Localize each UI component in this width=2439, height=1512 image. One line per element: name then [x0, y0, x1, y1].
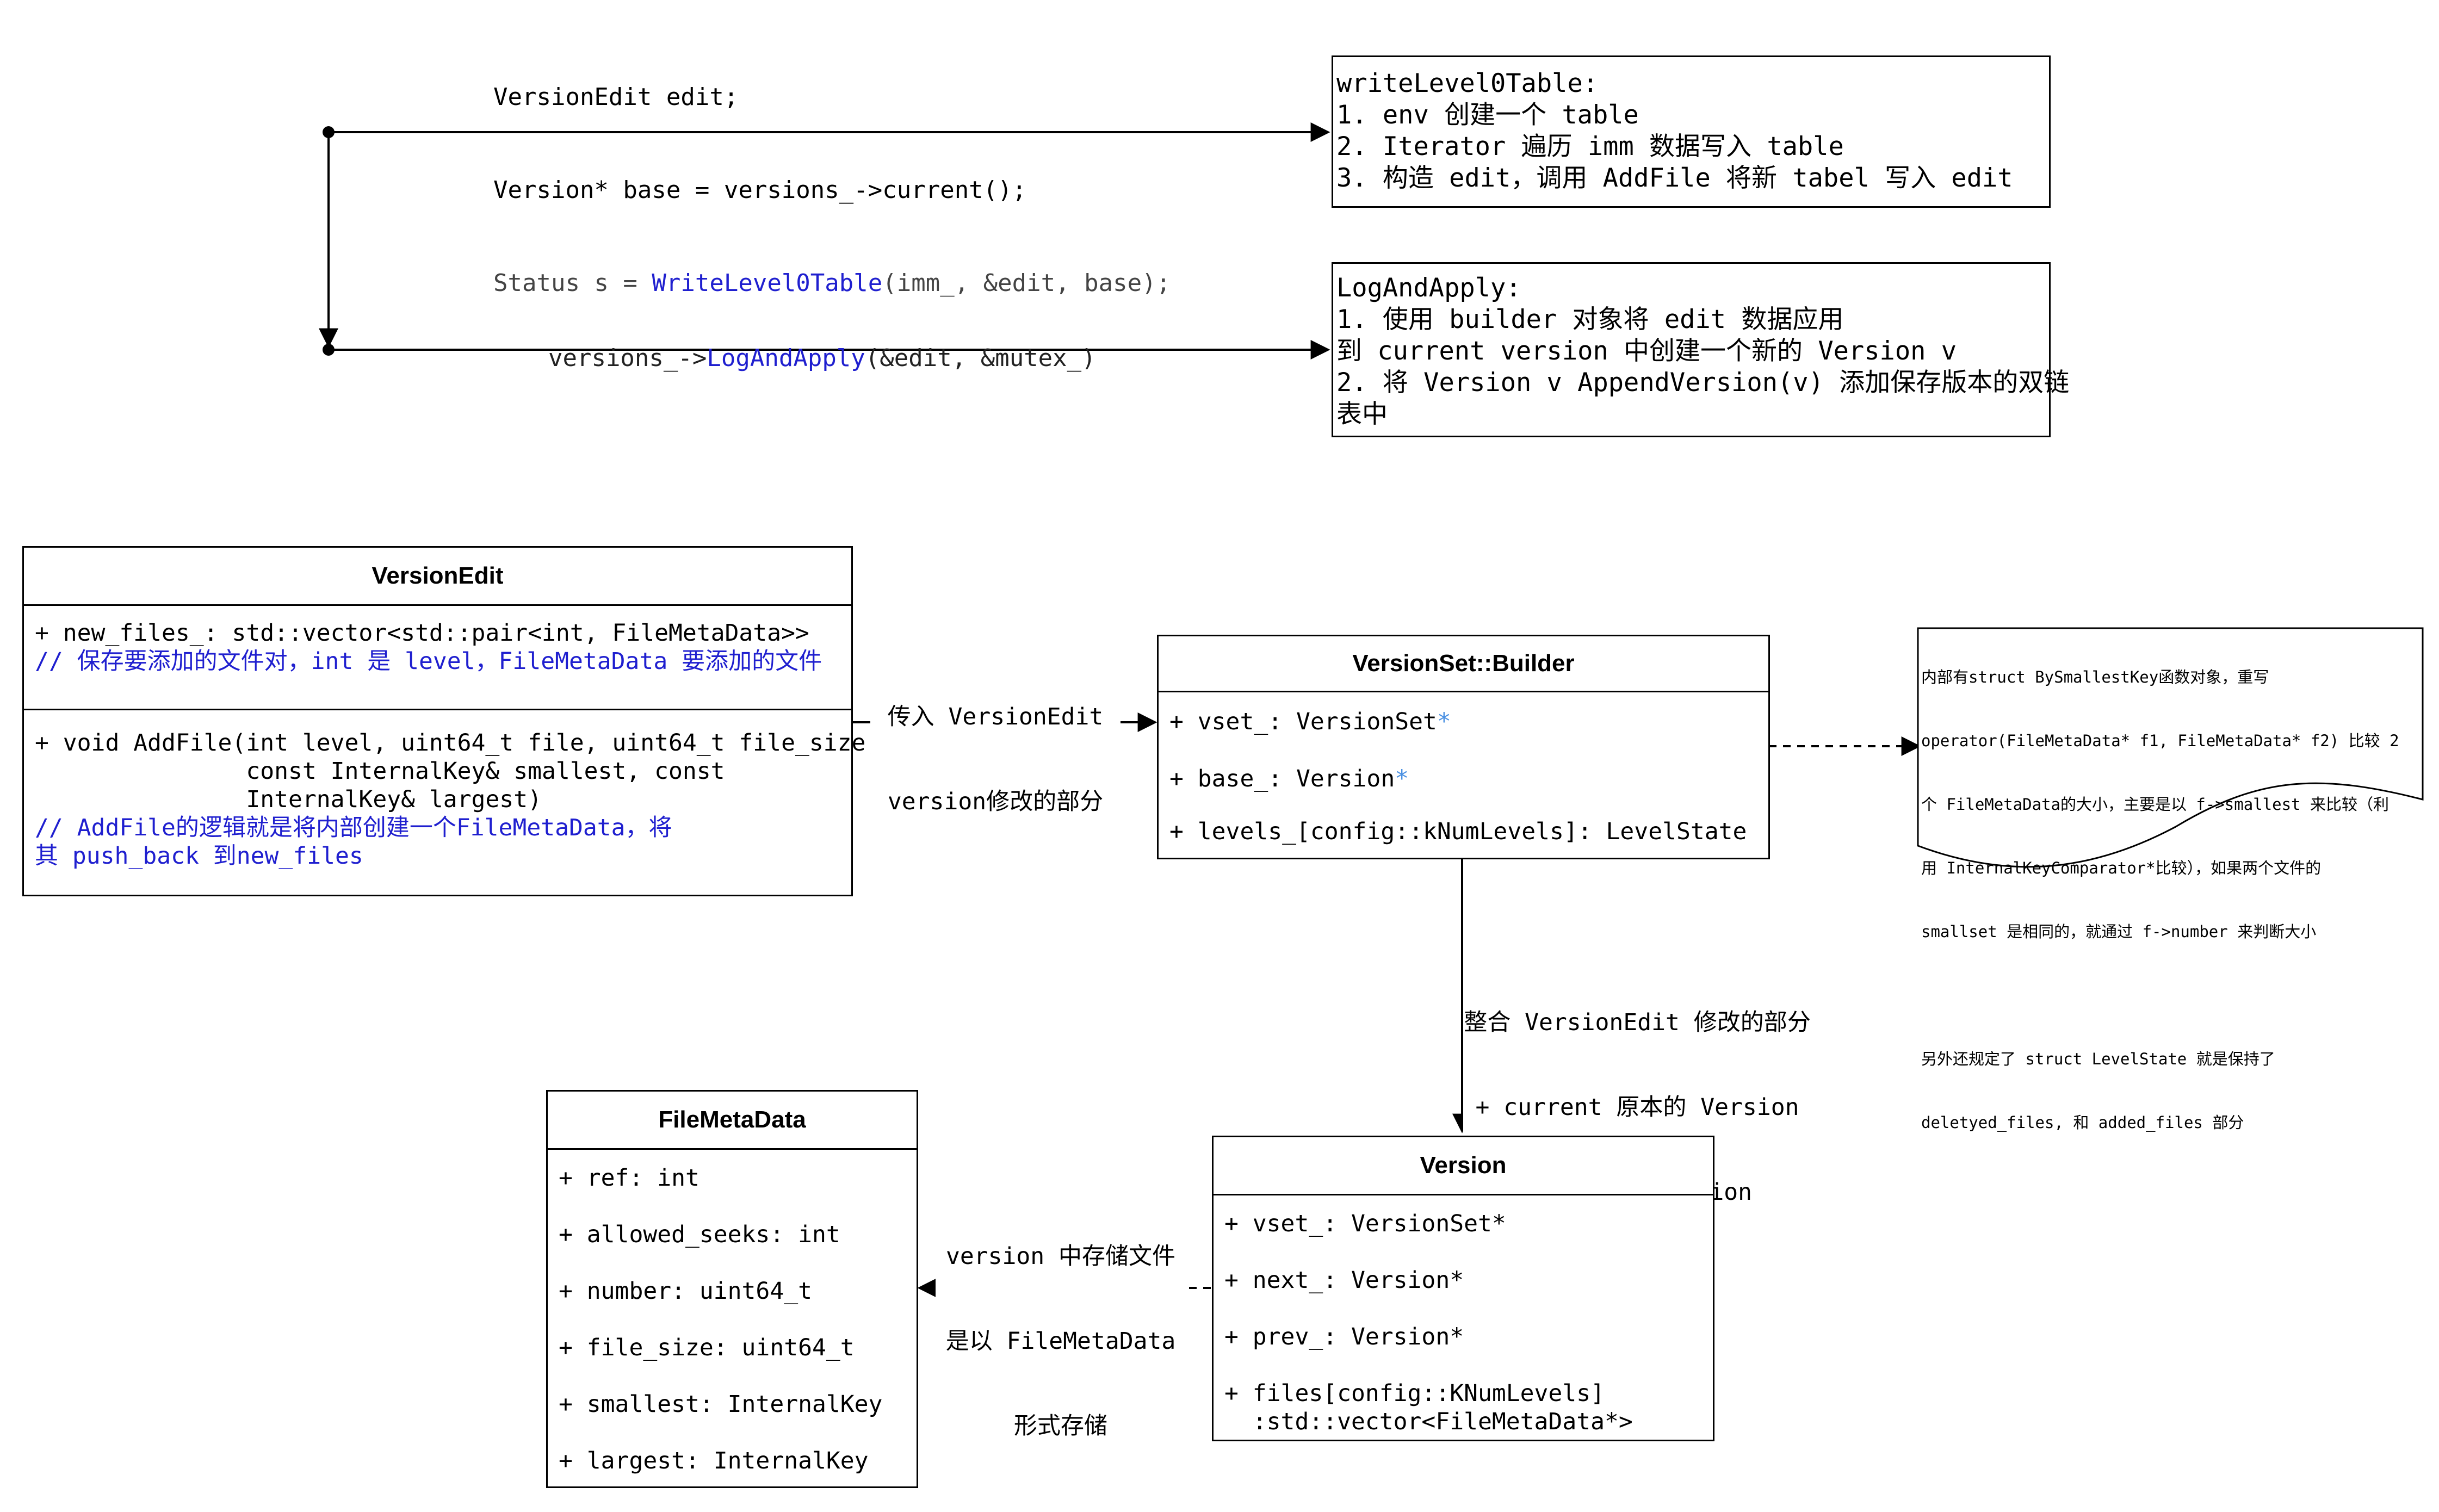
- code-line-3: Status s = WriteLevel0Table(imm_, &edit,…: [493, 268, 1171, 299]
- code-status-prefix: Status s =: [493, 269, 652, 297]
- class-field: + prev_: Version*: [1224, 1323, 1464, 1350]
- write-level0-call: WriteLevel0Table: [652, 269, 883, 297]
- class-field: :std::vector<FileMetaData*>: [1224, 1408, 1633, 1435]
- class-field: + vset_: VersionSet*: [1159, 708, 1768, 736]
- builder-note: 内部有struct BySmallestKey函数对象，重写 operator(…: [1921, 624, 2399, 1155]
- pointer-star: *: [1437, 708, 1451, 735]
- note-line: 2. Iterator 遍历 imm 数据写入 table: [1336, 132, 1844, 162]
- note-line: 1. env 创建一个 table: [1336, 100, 1639, 130]
- label-line: + current 原本的 Version: [1475, 1094, 1799, 1121]
- class-field: + levels_[config::kNumLevels]: LevelStat…: [1159, 817, 1768, 846]
- log-apply-call: LogAndApply: [707, 344, 865, 372]
- field-text: + levels_[config::kNumLevels]: LevelStat…: [1169, 818, 1747, 845]
- class-field: + new_files_: std::vector<std::pair<int,…: [35, 619, 809, 647]
- note-line: 3. 构造 edit，调用 AddFile 将新 tabel 写入 edit: [1336, 163, 2013, 193]
- class-field: + base_: Version*: [1159, 765, 1768, 793]
- class-methods: + void AddFile(int level, uint64_t file,…: [24, 710, 880, 870]
- class-field: + largest: InternalKey: [559, 1447, 869, 1474]
- method-comment: 其 push_back 到new_files: [35, 842, 363, 870]
- builder-note-shape: [1917, 627, 2424, 868]
- class-field: + next_: Version*: [1224, 1267, 1464, 1294]
- class-method: + void AddFile(int level, uint64_t file,…: [35, 729, 880, 757]
- top-code: VersionEdit edit; Version* base = versio…: [493, 20, 1171, 330]
- label-line: 是以 FileMetaData: [945, 1328, 1176, 1355]
- class-field: + ref: int: [559, 1164, 699, 1192]
- class-fields: + vset_: VersionSet* + base_: Version* +…: [1159, 692, 1768, 846]
- version-set-builder-class: VersionSet::Builder + vset_: VersionSet*…: [1157, 635, 1770, 859]
- method-comment: // AddFile的逻辑就是将内部创建一个FileMetaData，将: [35, 814, 672, 841]
- class-field: + smallest: InternalKey: [559, 1391, 883, 1418]
- note-line: operator(FileMetaData* f1, FileMetaData*…: [1921, 732, 2399, 750]
- class-title: Version: [1214, 1137, 1713, 1195]
- note-line: 用 InternalKeyComparator*比较），如果两个文件的: [1921, 859, 2322, 877]
- version-class: Version + vset_: VersionSet* + next_: Ve…: [1212, 1136, 1714, 1441]
- class-fields: + vset_: VersionSet* + next_: Version* +…: [1214, 1195, 1713, 1436]
- note-line: 表中: [1336, 399, 1388, 429]
- log-and-apply-note: LogAndApply: 1. 使用 builder 对象将 edit 数据应用…: [1332, 262, 2070, 437]
- note-line: LogAndApply:: [1336, 273, 1521, 303]
- edge-label-pass-edit: 传入 VersionEdit version修改的部分: [870, 646, 1121, 844]
- pointer-star: *: [1395, 765, 1409, 792]
- note-line: 到 current version 中创建一个新的 Version v: [1336, 336, 1957, 366]
- class-field: + number: uint64_t: [559, 1278, 812, 1305]
- file-meta-data-class: FileMetaData + ref: int + allowed_seeks:…: [546, 1090, 918, 1488]
- label-line: 整合 VersionEdit 修改的部分: [1464, 1009, 1811, 1036]
- log-apply-code: versions_->LogAndApply(&edit, &mutex_): [519, 312, 1096, 374]
- write-level0-note: writeLevel0Table: 1. env 创建一个 table 2. I…: [1332, 55, 2051, 208]
- field-text: + base_: Version: [1169, 765, 1395, 792]
- version-edit-class: VersionEdit + new_files_: std::vector<st…: [22, 546, 880, 896]
- note-line: 2. 将 Version v AppendVersion(v) 添加保存版本的双…: [1336, 368, 2070, 398]
- label-line: 形式存储: [1014, 1412, 1107, 1440]
- note-line: [1921, 985, 2399, 1006]
- label-line: 传入 VersionEdit: [887, 703, 1104, 730]
- class-field: + files[config::KNumLevels]: [1224, 1380, 1605, 1407]
- note-line: 个 FileMetaData的大小，主要是以 f->smallest 来比较（利: [1921, 795, 2389, 814]
- code-line-1: VersionEdit edit;: [493, 83, 739, 111]
- class-field: + allowed_seeks: int: [559, 1221, 840, 1248]
- class-fields: + ref: int + allowed_seeks: int + number…: [548, 1150, 917, 1475]
- class-field: + file_size: uint64_t: [559, 1334, 855, 1361]
- class-method: InternalKey& largest): [35, 786, 542, 813]
- log-apply-args: (&edit, &mutex_): [865, 344, 1096, 372]
- note-line: 内部有struct BySmallestKey函数对象，重写: [1921, 668, 2269, 686]
- field-text: + vset_: VersionSet: [1169, 708, 1437, 735]
- class-fields: + new_files_: std::vector<std::pair<int,…: [24, 606, 851, 710]
- class-title: VersionEdit: [24, 548, 851, 606]
- label-line: version修改的部分: [887, 788, 1104, 815]
- class-title: VersionSet::Builder: [1159, 636, 1768, 692]
- note-line: writeLevel0Table:: [1336, 69, 1599, 98]
- label-line: version 中存储文件: [945, 1243, 1176, 1270]
- class-method: const InternalKey& smallest, const: [35, 758, 725, 785]
- class-field: + vset_: VersionSet*: [1224, 1210, 1506, 1237]
- code-line-2: Version* base = versions_->current();: [493, 176, 1027, 204]
- log-apply-prefix: versions_->: [548, 344, 707, 372]
- note-line: 1. 使用 builder 对象将 edit 数据应用: [1336, 305, 1844, 334]
- field-comment: // 保存要添加的文件对，int 是 level，FileMetaData 要添…: [35, 648, 822, 675]
- edge-label-storage: version 中存储文件 是以 FileMetaData 形式存储: [936, 1186, 1186, 1468]
- note-line: smallset 是相同的，就通过 f->number 来判断大小: [1921, 922, 2317, 941]
- class-title: FileMetaData: [548, 1092, 917, 1150]
- note-line: 另外还规定了 struct LevelState 就是保持了: [1921, 1050, 2275, 1068]
- code-call-args: (imm_, &edit, base);: [882, 269, 1171, 297]
- note-line: deletyed_files, 和 added_files 部分: [1921, 1113, 2244, 1132]
